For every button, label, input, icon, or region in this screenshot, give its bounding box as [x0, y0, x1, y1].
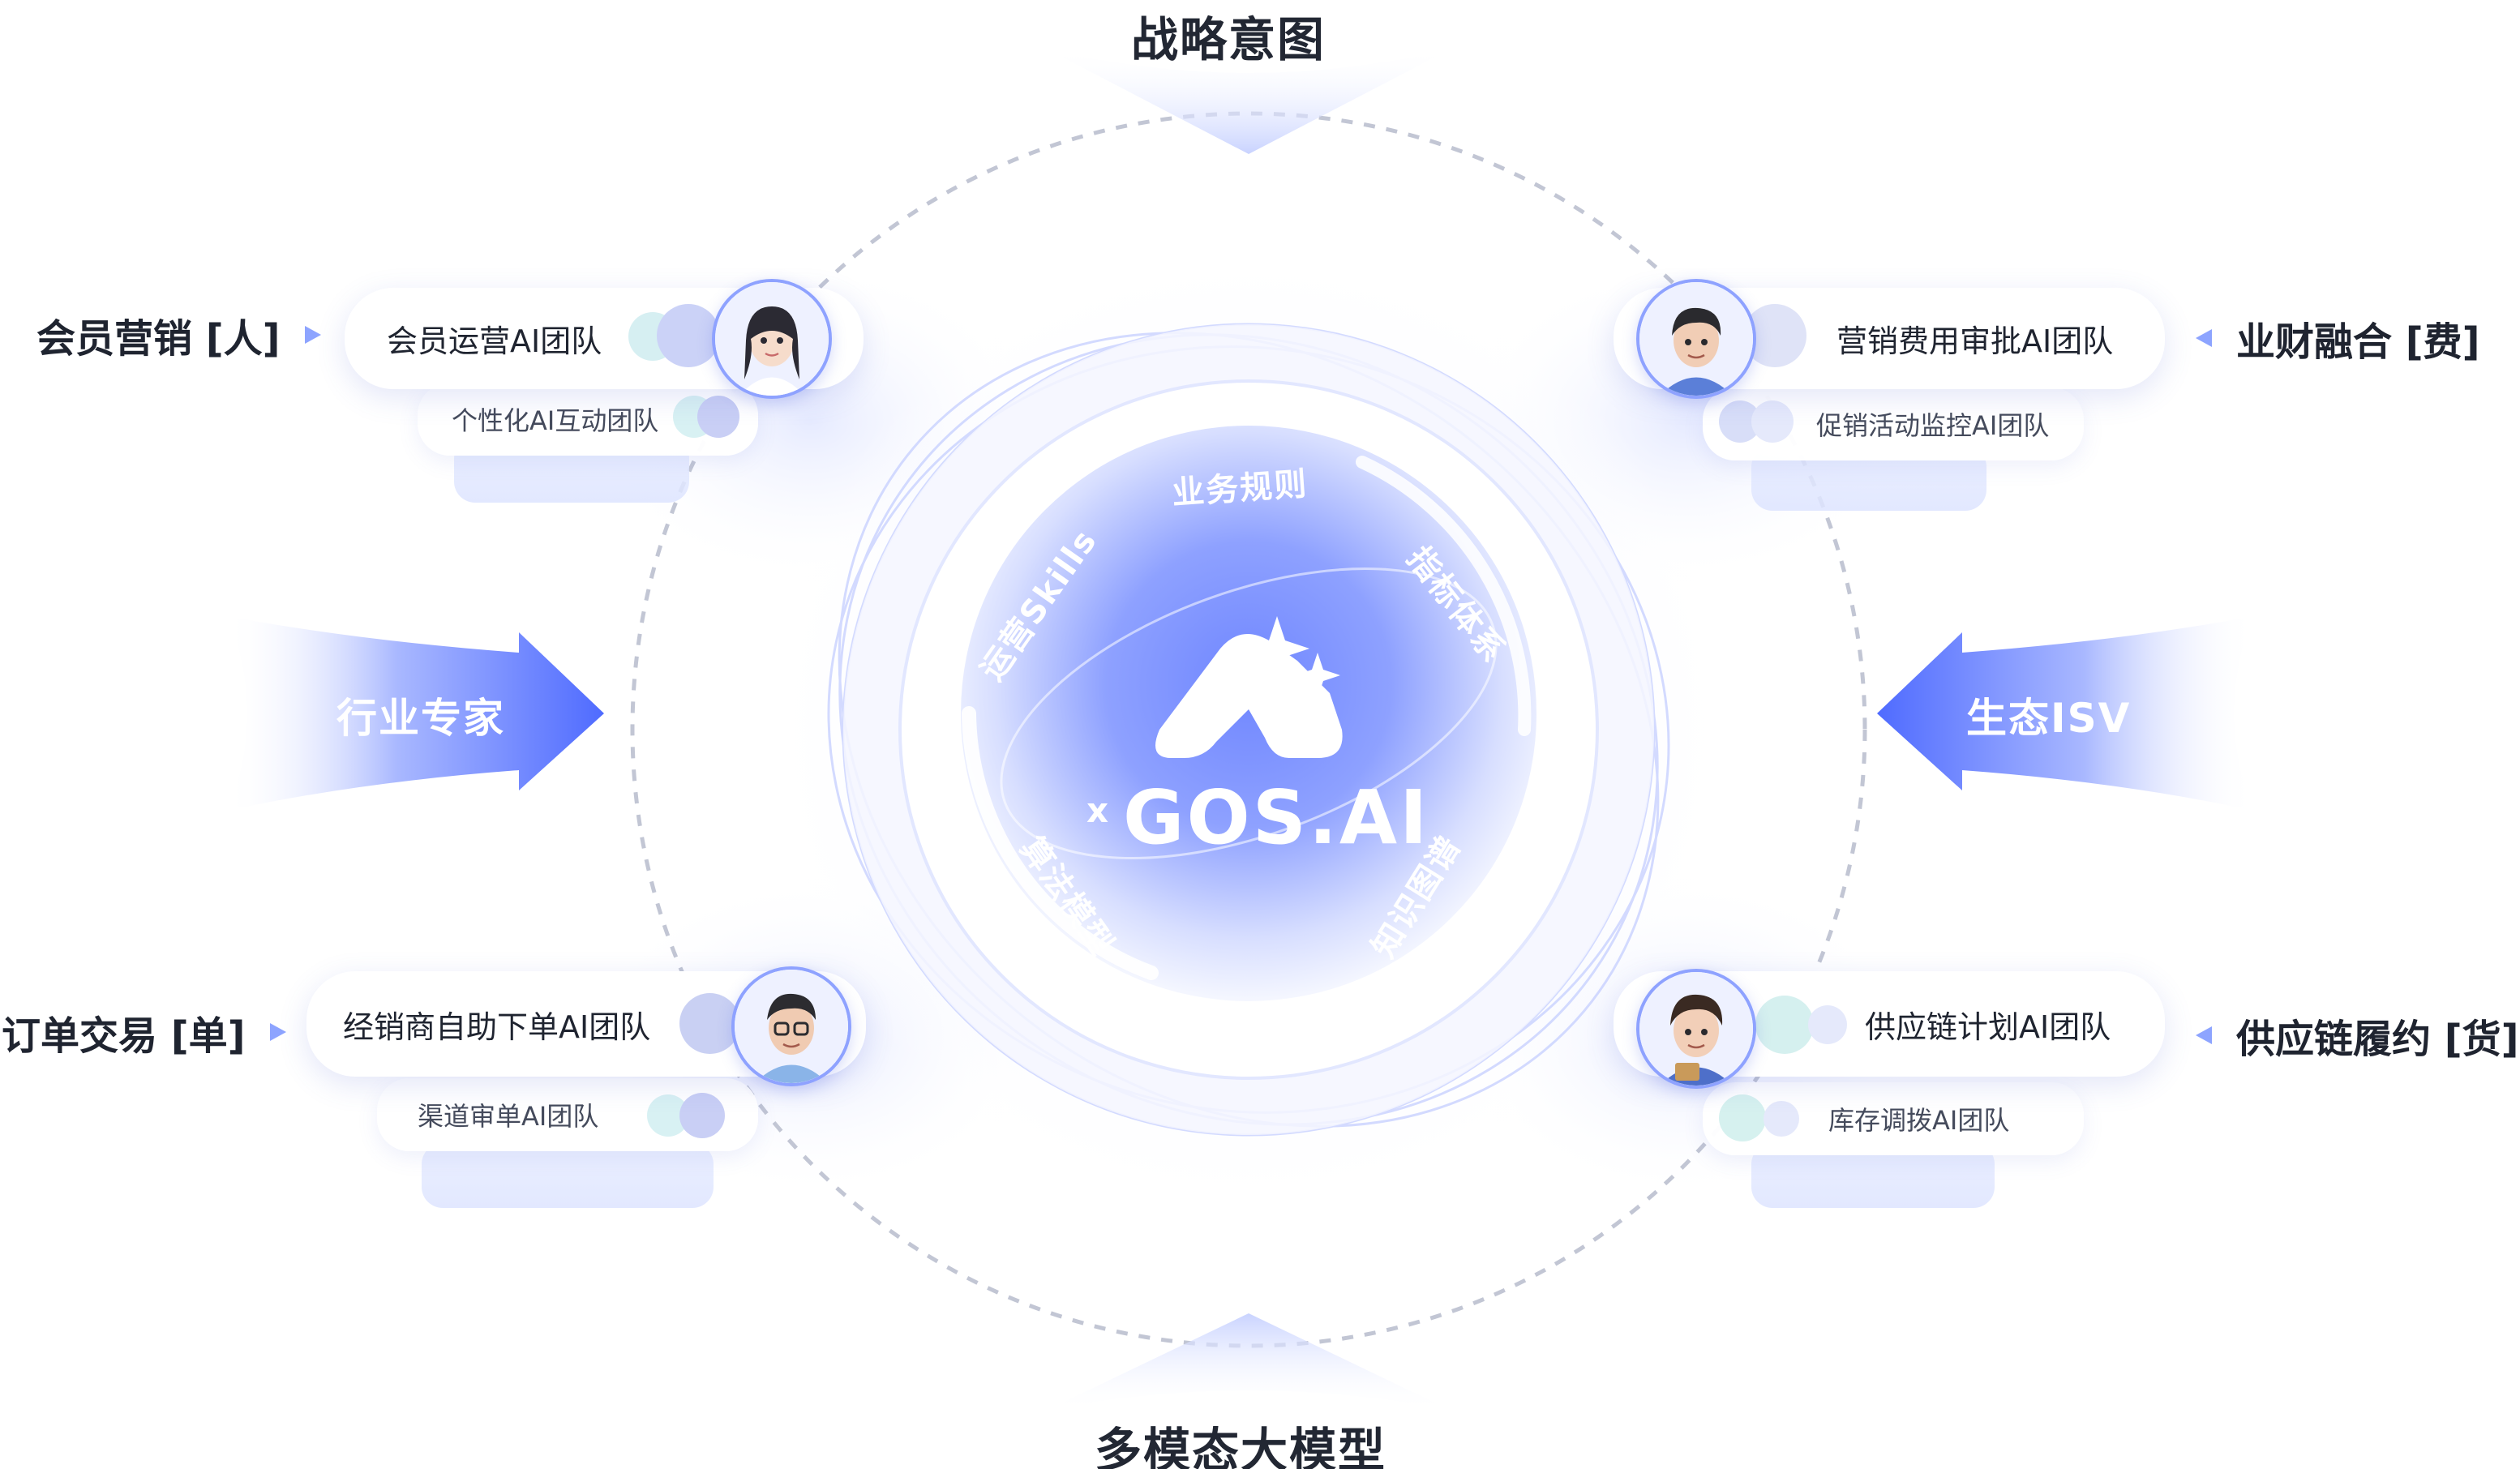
triangle-left-icon [2196, 329, 2212, 347]
category-bottom-right: 供应链履约 [货] [2196, 1007, 2519, 1064]
avatar [679, 993, 740, 1054]
card-shadow-layer [422, 1143, 714, 1208]
category-top-right: 业财融合 [费] [2196, 310, 2480, 366]
avatar [1636, 279, 1756, 399]
bottom-title: 多模态大模型 [1095, 1423, 1387, 1469]
top-arrow [1046, 49, 1451, 154]
avatar [1755, 996, 1814, 1054]
sub-team-label: 促销活动监控AI团队 [1816, 410, 2050, 441]
sub-team-label: 渠道审单AI团队 [418, 1101, 599, 1132]
main-team-label: 供应链计划AI团队 [1865, 1009, 2111, 1045]
triangle-left-icon [2196, 1026, 2212, 1044]
right-arrow-label: 生态ISV [1966, 695, 2132, 742]
avatar [731, 966, 851, 1086]
avatar [712, 279, 832, 399]
left-arrow-label: 行业专家 [336, 695, 505, 742]
dashed-orbit [630, 111, 1867, 1348]
top-title: 战略意图 [1131, 12, 1326, 67]
left-arrow [227, 616, 604, 811]
bottom-arrow [1046, 1313, 1451, 1411]
triangle-right-icon [304, 326, 321, 344]
avatar [1751, 400, 1794, 443]
main-team-label: 会员运营AI团队 [387, 323, 602, 359]
avatar [1719, 1094, 1766, 1141]
category-top-left: 会员营销 [人] [36, 306, 321, 363]
right-arrow [1877, 616, 2254, 811]
avatar [697, 396, 739, 438]
main-team-label: 营销费用审批AI团队 [1836, 323, 2114, 359]
category-label: 供应链履约 [货] [2236, 1017, 2519, 1062]
main-team-label: 经销商自助下单AI团队 [343, 1009, 651, 1045]
avatar [1764, 1101, 1799, 1137]
avatar [1636, 969, 1756, 1089]
sub-team-label: 个性化AI互动团队 [452, 405, 659, 436]
category-label: 业财融合 [费] [2236, 319, 2480, 365]
ring-label-top: 业务规则 [1170, 465, 1309, 512]
core-arc-right [1356, 456, 1532, 736]
brand-name: GOS.AI [1123, 774, 1430, 861]
core-arc-left [962, 706, 1159, 980]
avatar [657, 304, 720, 367]
category-bottom-left: 订单交易 [单] [2, 1004, 286, 1060]
core-orbit-line [1000, 567, 1498, 859]
category-label: 会员营销 [人] [36, 316, 281, 362]
sub-team-label: 库存调拨AI团队 [1828, 1105, 2010, 1136]
sub-team-card[interactable]: 渠道审单AI团队 [377, 1078, 758, 1151]
avatar [1808, 1005, 1847, 1044]
sparkle-a-logo-icon [1155, 616, 1343, 758]
avatar [679, 1093, 725, 1138]
brand-prefix: x [1086, 790, 1109, 830]
triangle-right-icon [269, 1023, 286, 1041]
category-label: 订单交易 [单] [2, 1013, 246, 1059]
